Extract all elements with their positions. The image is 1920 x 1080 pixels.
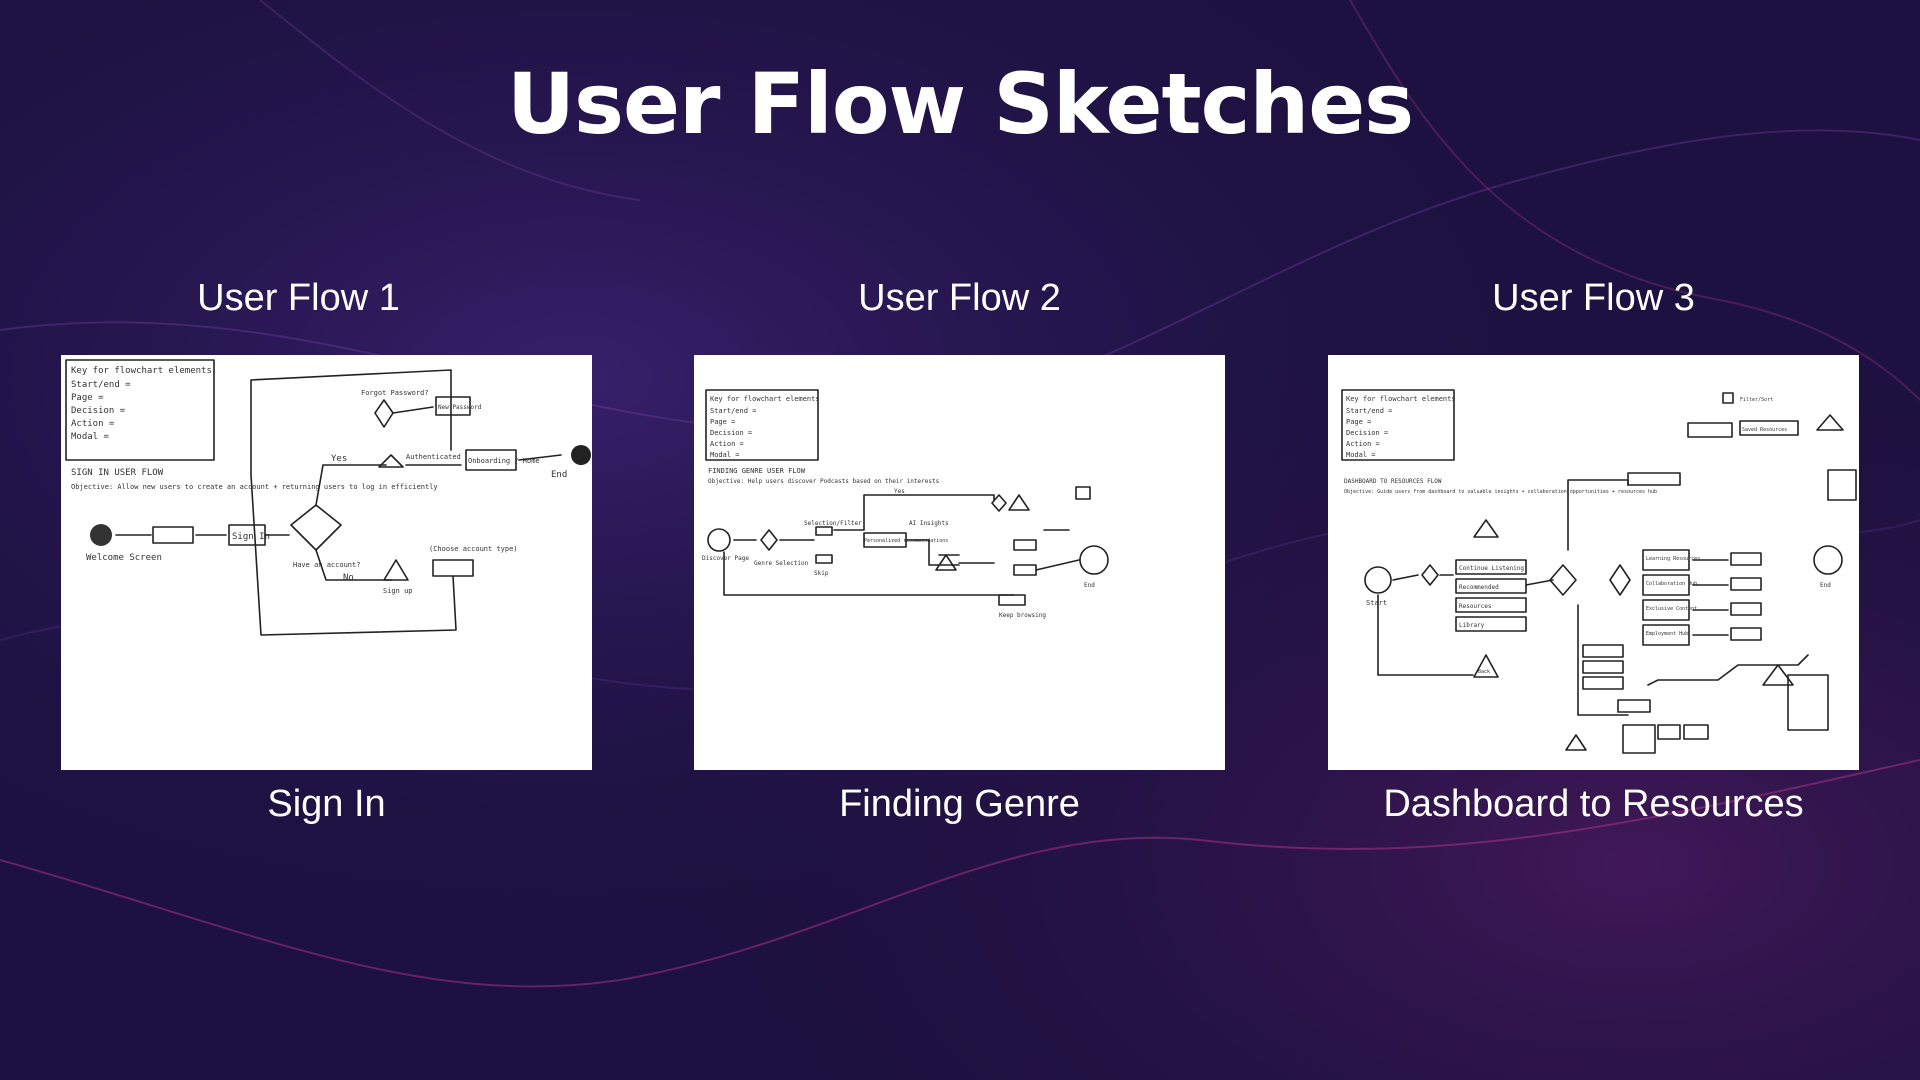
flow-1-caption: Sign In <box>267 783 386 825</box>
svg-text:Sign up: Sign up <box>383 587 413 595</box>
svg-text:No: No <box>343 573 354 583</box>
svg-text:End: End <box>551 470 567 480</box>
flow-3-label: User Flow 3 <box>1492 277 1695 319</box>
svg-text:Collaboration Hub: Collaboration Hub <box>1646 581 1697 587</box>
svg-text:Start/end =: Start/end = <box>1346 407 1392 415</box>
svg-text:Action =: Action = <box>1346 440 1380 448</box>
svg-text:Employment Hub: Employment Hub <box>1646 631 1688 637</box>
svg-text:Have an account?: Have an account? <box>293 561 360 569</box>
svg-text:Exclusive Content: Exclusive Content <box>1646 606 1697 612</box>
svg-text:Modal =: Modal = <box>1346 451 1376 459</box>
svg-text:New Password: New Password <box>438 404 482 411</box>
svg-text:Continue Listening: Continue Listening <box>1459 565 1524 572</box>
svg-text:Onboarding / Home: Onboarding / Home <box>468 457 540 465</box>
flow-3-flow-title: DASHBOARD TO RESOURCES FLOW <box>1344 478 1442 485</box>
flow-3-key-title: Key for flowchart elements <box>1346 395 1456 403</box>
svg-text:(Choose account type): (Choose account type) <box>429 545 518 553</box>
svg-text:Start: Start <box>1366 599 1387 607</box>
svg-text:Decision =: Decision = <box>1346 429 1388 437</box>
svg-text:Page =: Page = <box>71 393 104 403</box>
slide-title: User Flow Sketches <box>506 55 1414 153</box>
svg-text:Resources: Resources <box>1459 603 1492 610</box>
svg-text:Page =: Page = <box>1346 418 1371 426</box>
flow-2-sketch: Key for flowchart elements Start/end = P… <box>694 355 1225 770</box>
flow-3-sketch: Key for flowchart elements Start/end = P… <box>1328 355 1859 770</box>
svg-text:Yes: Yes <box>331 454 347 464</box>
svg-text:Modal =: Modal = <box>710 451 740 459</box>
flow-3-caption: Dashboard to Resources <box>1383 783 1804 825</box>
svg-text:AI Insights: AI Insights <box>909 520 949 527</box>
svg-text:Start/end =: Start/end = <box>71 380 131 390</box>
svg-text:Genre Selection: Genre Selection <box>754 560 809 567</box>
svg-text:Modal =: Modal = <box>71 432 110 442</box>
flow-2-label: User Flow 2 <box>858 277 1061 319</box>
svg-text:Keep browsing: Keep browsing <box>999 612 1046 619</box>
svg-text:Yes: Yes <box>894 488 905 495</box>
svg-text:Personalized recommendations: Personalized recommendations <box>864 538 948 544</box>
svg-text:Action =: Action = <box>710 440 744 448</box>
svg-text:Filter/Sort: Filter/Sort <box>1740 397 1773 403</box>
flow-2-caption: Finding Genre <box>839 783 1080 825</box>
svg-text:Start/end =: Start/end = <box>710 407 756 415</box>
svg-text:Forgot Password?: Forgot Password? <box>361 389 428 397</box>
svg-text:Back: Back <box>1478 669 1490 675</box>
flow-1-key-title: Key for flowchart elements <box>71 366 212 376</box>
svg-text:Authenticated: Authenticated <box>406 453 461 461</box>
flow-1-flow-title: SIGN IN USER FLOW <box>71 468 164 478</box>
svg-text:End: End <box>1084 582 1095 589</box>
svg-text:Page =: Page = <box>710 418 735 426</box>
svg-text:Skip: Skip <box>814 570 829 577</box>
svg-text:Selection/Filter: Selection/Filter <box>804 520 862 527</box>
flow-1-label: User Flow 1 <box>197 277 400 319</box>
svg-text:Action =: Action = <box>71 419 115 429</box>
flow-2-key-title: Key for flowchart elements <box>710 395 820 403</box>
flow-3-objective: Objective: Guide users from dashboard to… <box>1344 489 1657 495</box>
flow-1-sketch: Key for flowchart elements Start/end = P… <box>61 355 592 770</box>
svg-text:Sign In: Sign In <box>232 532 270 542</box>
svg-text:Recommended: Recommended <box>1459 584 1499 591</box>
svg-text:Decision =: Decision = <box>71 406 126 416</box>
flow-2-objective: Objective: Help users discover Podcasts … <box>708 478 940 485</box>
svg-text:Saved Resources: Saved Resources <box>1742 427 1787 433</box>
svg-text:Discover Page: Discover Page <box>702 555 749 562</box>
flow-1-objective: Objective: Allow new users to create an … <box>71 483 438 491</box>
svg-text:End: End <box>1820 582 1831 589</box>
svg-text:Welcome Screen: Welcome Screen <box>86 553 162 563</box>
svg-text:Decision =: Decision = <box>710 429 752 437</box>
svg-text:Learning Resources: Learning Resources <box>1646 556 1700 562</box>
flow-2-flow-title: FINDING GENRE USER FLOW <box>708 467 806 475</box>
svg-text:Library: Library <box>1459 622 1485 629</box>
